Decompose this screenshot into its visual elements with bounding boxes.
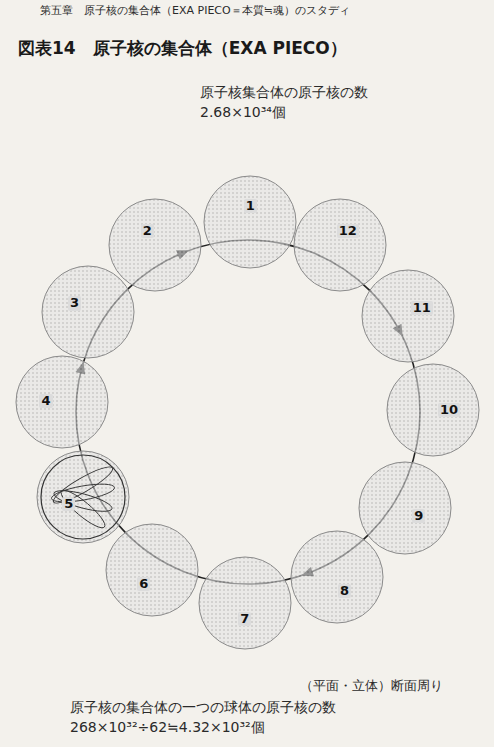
sphere-outline xyxy=(198,556,292,650)
sphere-number: 12 xyxy=(337,224,359,238)
sphere-number: 9 xyxy=(412,509,425,523)
sphere-number: 1 xyxy=(244,199,257,213)
sphere-number: 10 xyxy=(438,403,460,417)
sphere-number: 5 xyxy=(62,497,75,511)
sphere-number: 2 xyxy=(141,224,154,238)
sphere-outline xyxy=(293,198,387,292)
sphere-disc xyxy=(362,270,454,362)
note-text: 原子核の集合体の一つの球体の原子核の数 xyxy=(70,699,336,717)
note-text: 原子核集合体の原子核の数 xyxy=(200,84,368,102)
sphere-number: 4 xyxy=(39,394,52,408)
sphere-number: 7 xyxy=(238,612,251,626)
sphere-outline xyxy=(361,269,455,363)
sphere-outline xyxy=(36,450,130,544)
nucleus-sphere: 8 xyxy=(290,530,384,624)
sphere-number: 11 xyxy=(411,301,433,315)
running-header: 第五章 原子核の集合体（EXA PIECO＝本質≒魂）のスタディ xyxy=(40,4,350,18)
sphere-disc xyxy=(42,266,134,358)
sphere-disc xyxy=(106,524,198,616)
nucleus-sphere: 11 xyxy=(361,269,455,363)
sphere-disc xyxy=(294,199,386,291)
sphere-disc xyxy=(109,199,201,291)
nucleus-sphere: 10 xyxy=(386,363,480,457)
sphere-outline xyxy=(108,198,202,292)
nucleus-sphere: 12 xyxy=(293,198,387,292)
sphere-outline xyxy=(203,175,297,269)
sphere-disc xyxy=(199,557,291,649)
sphere-outline xyxy=(358,461,452,555)
nucleus-sphere: 3 xyxy=(41,265,135,359)
nucleus-sphere: 6 xyxy=(105,523,199,617)
nucleus-sphere: 9 xyxy=(358,461,452,555)
sphere-disc xyxy=(387,364,479,456)
note-text: （平面・立体）断面周り xyxy=(300,678,443,694)
nucleus-sphere: 1 xyxy=(203,175,297,269)
sphere-disc xyxy=(359,462,451,554)
sphere-number: 8 xyxy=(338,584,351,598)
nucleus-sphere: 4 xyxy=(15,355,109,449)
figure-title: 図表14 原子核の集合体（EXA PIECO） xyxy=(18,38,347,59)
sphere-disc xyxy=(291,531,383,623)
sphere-disc xyxy=(204,176,296,268)
nucleus-sphere: 7 xyxy=(198,556,292,650)
inner-sphere xyxy=(41,455,125,539)
orbit-line xyxy=(57,486,109,533)
sphere-outline xyxy=(290,530,384,624)
sphere-disc xyxy=(16,356,108,448)
orbit-line xyxy=(50,481,115,506)
sphere-number: 6 xyxy=(137,577,150,591)
sphere-outline xyxy=(386,363,480,457)
nucleus-sphere: 2 xyxy=(108,198,202,292)
orbit-line xyxy=(50,462,116,508)
sphere-disc xyxy=(37,451,129,543)
note-text: 268×10³²÷62≒4.32×10³²個 xyxy=(70,719,265,737)
nucleus-sphere: 5 xyxy=(36,450,130,544)
sphere-outline xyxy=(41,265,135,359)
sphere-outline xyxy=(15,355,109,449)
note-text: 2.68×10³⁴個 xyxy=(200,104,286,122)
sphere-outline xyxy=(105,523,199,617)
sphere-number: 3 xyxy=(68,296,81,310)
